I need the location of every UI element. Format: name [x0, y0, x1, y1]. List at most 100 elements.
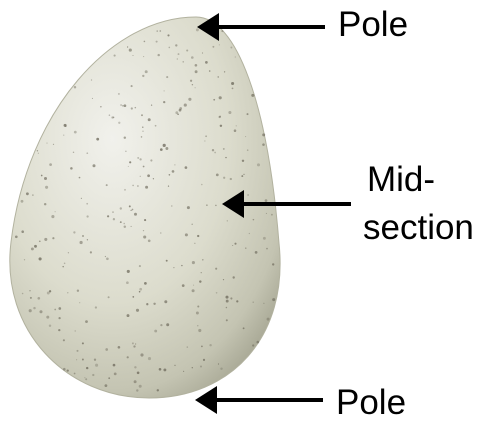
egg-speckle: [219, 96, 222, 99]
egg-speckle: [114, 55, 116, 57]
egg-speckle: [131, 85, 133, 87]
egg-speckle: [49, 290, 51, 292]
egg-speckle: [146, 303, 148, 305]
egg-speckle: [174, 164, 175, 165]
egg-speckle: [139, 158, 141, 160]
egg-speckle: [175, 111, 178, 114]
egg-speckle: [141, 114, 143, 116]
egg-speckle: [39, 310, 42, 313]
egg-speckle: [148, 357, 151, 360]
egg-speckle: [33, 307, 35, 309]
egg-speckle: [135, 107, 137, 109]
egg-speckle: [164, 300, 167, 303]
egg-speckle: [177, 58, 178, 59]
egg-speckle: [85, 320, 88, 323]
egg-speckle: [216, 174, 219, 177]
egg-speckle: [203, 359, 205, 361]
egg-speckle: [251, 94, 254, 97]
egg-speckle: [178, 53, 180, 55]
egg-speckle: [75, 330, 76, 331]
egg-speckle: [44, 203, 46, 205]
egg-speckle: [79, 177, 81, 179]
egg-speckle: [148, 118, 151, 121]
egg-speckle: [235, 56, 236, 57]
egg-speckle: [172, 170, 175, 173]
egg-speckle: [157, 389, 159, 391]
egg-speckle: [92, 98, 93, 99]
egg-speckle: [197, 305, 199, 307]
egg-speckle: [225, 157, 226, 158]
egg-speckle: [100, 106, 101, 107]
egg-speckle: [190, 80, 192, 82]
egg-speckle: [91, 79, 92, 80]
egg-speckle: [156, 41, 158, 43]
egg-speckle: [44, 177, 47, 180]
egg-speckle: [58, 317, 60, 319]
egg-speckle: [200, 365, 202, 367]
egg-speckle: [198, 329, 201, 332]
egg-speckle: [49, 163, 52, 166]
egg-speckle: [114, 373, 117, 376]
egg-speckle: [219, 116, 220, 117]
egg-speckle: [127, 356, 129, 358]
egg-speckle: [206, 204, 208, 206]
egg-speckle: [142, 75, 144, 77]
egg-speckle: [113, 364, 116, 367]
egg-speckle: [64, 263, 66, 265]
arrow-pole-top: [197, 13, 325, 41]
egg-speckle: [184, 104, 187, 107]
egg-speckle: [139, 385, 142, 388]
egg-speckle: [245, 136, 246, 137]
egg-speckle: [194, 243, 195, 244]
egg-speckle: [82, 235, 84, 237]
egg-speckle: [230, 47, 232, 49]
egg-speckle: [263, 303, 264, 304]
egg-speckle: [105, 384, 108, 387]
egg-speckle: [134, 213, 137, 216]
egg-speckle: [186, 49, 188, 51]
egg-speckle: [37, 297, 40, 300]
egg-speckle: [63, 368, 66, 371]
egg-speckle: [31, 247, 34, 250]
egg-speckle: [215, 205, 217, 207]
egg-speckle: [95, 306, 97, 308]
egg-speckle: [21, 230, 24, 233]
label-pole-bottom: Pole: [336, 383, 406, 423]
egg-speckle: [132, 342, 134, 344]
egg-speckle: [230, 297, 232, 299]
egg-speckle: [175, 44, 177, 46]
egg-speckle: [120, 221, 122, 223]
egg-speckle: [151, 104, 152, 105]
egg-speckle: [272, 298, 275, 301]
egg-speckle: [129, 205, 131, 207]
egg-speckle: [201, 272, 202, 273]
egg-speckle: [163, 368, 166, 371]
egg-speckle: [37, 150, 38, 151]
egg-speckle: [195, 87, 196, 88]
egg-speckle: [247, 113, 249, 115]
egg-speckle: [223, 279, 224, 280]
egg-speckle: [218, 76, 219, 77]
egg-speckle: [125, 151, 126, 152]
egg-speckle: [128, 166, 129, 167]
egg-speckle: [262, 143, 265, 146]
egg-speckle: [213, 99, 215, 101]
egg-speckle: [84, 377, 85, 378]
egg-speckle: [32, 194, 33, 195]
egg-speckle: [166, 76, 168, 78]
egg-speckle: [51, 215, 54, 218]
egg-speckle: [106, 184, 108, 186]
egg-speckle: [34, 245, 37, 248]
egg-speckle: [137, 185, 139, 187]
egg-speckle: [29, 290, 30, 291]
egg-speckle: [263, 237, 266, 240]
egg-speckle: [109, 114, 111, 116]
egg-speckle: [24, 259, 25, 260]
egg-speckle: [46, 316, 49, 319]
egg-speckle: [195, 70, 198, 73]
egg-speckle: [79, 302, 80, 303]
egg-speckle: [38, 153, 39, 154]
egg-speckle: [68, 252, 69, 253]
egg-speckle: [132, 296, 134, 298]
egg-speckle: [124, 225, 126, 227]
